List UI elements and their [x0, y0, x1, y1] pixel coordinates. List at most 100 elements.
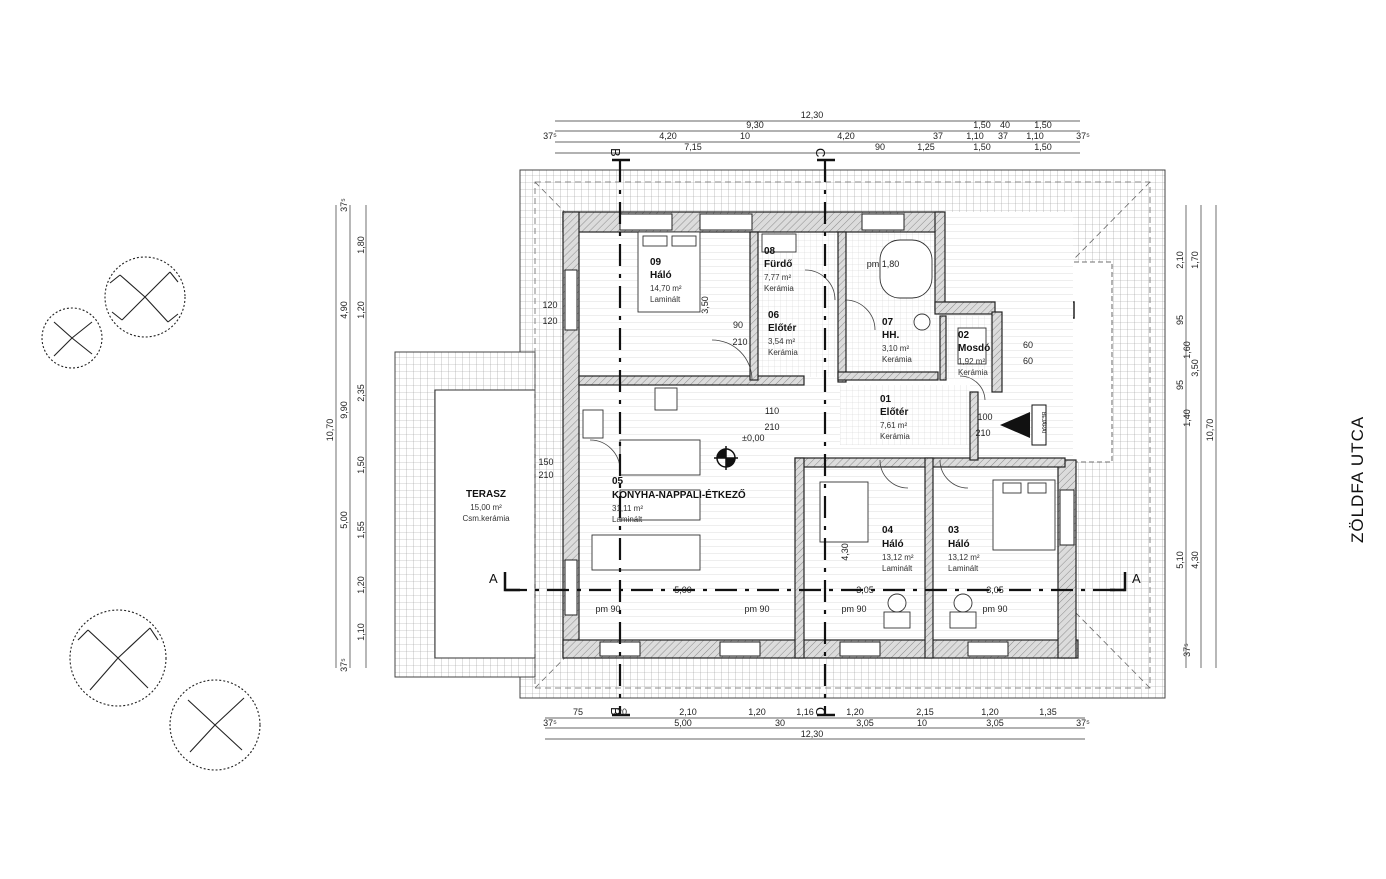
room-number: 09 [650, 257, 662, 268]
level-mark-text: ±0,00 [742, 433, 764, 443]
room-area: 3,10 m² [882, 344, 909, 353]
dim-top-r3-5: 37 [933, 131, 943, 141]
room-area: 3,54 m² [768, 337, 795, 346]
right-dimensions: 2,10 3,50 5,10 10,70 1,70 95 1,60 95 1,4… [1175, 251, 1215, 657]
dim-left-r3-5: 1,55 [356, 521, 366, 539]
room-name: Háló [882, 539, 904, 550]
room-name: Előtér [880, 407, 908, 418]
dim-inner-12: pm 90 [982, 604, 1007, 614]
dim-inner-1: 120 [542, 300, 557, 310]
dim-top-r4-5: 1,50 [1034, 142, 1052, 152]
room-number: 02 [958, 330, 970, 341]
room-area: 13,12 m² [948, 553, 980, 562]
dim-inner-10: pm 90 [744, 604, 769, 614]
dim-inner-19: 60 [1023, 340, 1033, 350]
dim-right-r2-1: 2,10 [1175, 251, 1185, 269]
room-floor: Csm.kerámia [462, 514, 510, 523]
dim-inner-14: 3,50 [700, 296, 710, 314]
room-04: 04 Háló 13,12 m² Laminált [882, 525, 914, 573]
dim-bot-r1-8: 1,20 [981, 707, 999, 717]
room-name: Háló [948, 539, 970, 550]
dim-inner-20: 60 [1023, 356, 1033, 366]
dim-top-r2-3: 40 [1000, 120, 1010, 130]
dim-inner-13: pm 1,80 [867, 259, 900, 269]
dim-inner-15: 4,30 [840, 543, 850, 561]
dim-bot-r1-6: 1,20 [846, 707, 864, 717]
room-number: 07 [882, 317, 894, 328]
room-05: 05 KONYHA-NAPPALI-ÉTKEZŐ 31,11 m² Laminá… [612, 476, 746, 524]
dim-bot-r2-5: 10 [917, 718, 927, 728]
room-03: 03 Háló 13,12 m² Laminált [948, 525, 980, 573]
dim-left-r2-4: 5,00 [339, 511, 349, 529]
room-number: 01 [880, 394, 892, 405]
dim-bot-r1-4: 1,20 [748, 707, 766, 717]
dim-bot-r2-1: 37⁵ [543, 718, 557, 728]
room-area: 7,77 m² [764, 273, 791, 282]
room-02: 02 Mosdó 1,92 m² Kerámia [958, 330, 990, 377]
room-name: HH. [882, 330, 899, 341]
dim-top-r4-3: 1,25 [917, 142, 935, 152]
dim-right-r3-4: 95 [1175, 380, 1185, 390]
room-number: 04 [882, 525, 894, 536]
dim-inner-4: 210 [538, 470, 553, 480]
dim-top-r3-6: 1,10 [966, 131, 984, 141]
dim-inner-11: pm 90 [841, 604, 866, 614]
room-name: KONYHA-NAPPALI-ÉTKEZŐ [612, 488, 746, 501]
dim-left-r3-6: 1,20 [356, 576, 366, 594]
dim-bot-r1-9: 1,35 [1039, 707, 1057, 717]
dim-inner-2: 120 [542, 316, 557, 326]
room-number: 05 [612, 476, 624, 487]
room-floor: Kerámia [958, 368, 988, 377]
dim-bot-r2-4: 3,05 [856, 718, 874, 728]
dim-top-r4-2: 90 [875, 142, 885, 152]
room-number: 03 [948, 525, 960, 536]
dim-inner-5: 90 [733, 320, 743, 330]
section-marker-c-bottom: C [813, 707, 828, 716]
dim-right-r3-5: 1,40 [1182, 409, 1192, 427]
left-dimensions: 10,70 37⁵ 4,90 9,90 5,00 37⁵ 1,80 1,20 2… [325, 198, 366, 672]
level-marker [714, 446, 738, 470]
dim-inner-18: 3,05 [986, 585, 1004, 595]
room-01: 01 Előtér 7,61 m² Kerámia [880, 394, 910, 441]
room-09: 09 Háló 14,70 m² Laminált [650, 257, 682, 304]
section-markers [503, 158, 1127, 717]
dim-inner-6: 210 [732, 337, 747, 347]
dim-right-r3-6: 4,30 [1190, 551, 1200, 569]
furniture [582, 231, 1056, 629]
dim-top-r4-1: 7,15 [684, 142, 702, 152]
dim-bot-overall: 12,30 [801, 729, 824, 739]
section-lines [505, 160, 1125, 715]
room-floor: Laminált [882, 564, 913, 573]
dim-bot-r1-5: 1,16 [796, 707, 814, 717]
room-number: 06 [768, 310, 780, 321]
dim-left-r2-5: 37⁵ [339, 658, 349, 672]
dim-left-r3-3: 2,35 [356, 384, 366, 402]
inner-dimensions: 120 120 150 210 90 210 110 210 pm 90 pm … [538, 259, 1033, 614]
dim-top-r3-2: 4,20 [659, 131, 677, 141]
top-dimensions: 12,30 9,30 1,50 40 1,50 37⁵ 4,20 10 4,20… [543, 110, 1090, 152]
dim-right-r3-1: 1,70 [1190, 251, 1200, 269]
section-marker-c-top: C [813, 148, 828, 157]
street-label-text: ZÖLDFA UTCA [1348, 415, 1367, 543]
room-floor: Kerámia [764, 284, 794, 293]
room-floor: Laminált [650, 295, 681, 304]
room-name: Előtér [768, 323, 796, 334]
dim-bot-r1-7: 2,15 [916, 707, 934, 717]
room-area: 13,12 m² [882, 553, 914, 562]
dim-top-r2-4: 1,50 [1034, 120, 1052, 130]
dim-inner-7: 110 [765, 406, 779, 416]
dim-left-r3-4: 1,50 [356, 456, 366, 474]
terrace: TERASZ 15,00 m² Csm.kerámia [462, 489, 510, 523]
dim-top-r2-1: 9,30 [746, 120, 764, 130]
dim-inner-8: 210 [764, 422, 779, 432]
room-floor: Kerámia [880, 432, 910, 441]
section-marker-a-left: A [489, 571, 498, 586]
room-name: TERASZ [466, 489, 506, 500]
dim-bot-r2-2: 5,00 [674, 718, 692, 728]
dim-right-r3-2: 95 [1175, 315, 1185, 325]
dim-top-r3-4: 4,20 [837, 131, 855, 141]
dim-inner-22: 210 [975, 428, 990, 438]
dim-top-r3-9: 37⁵ [1076, 131, 1090, 141]
dim-left-r3-2: 1,20 [356, 301, 366, 319]
